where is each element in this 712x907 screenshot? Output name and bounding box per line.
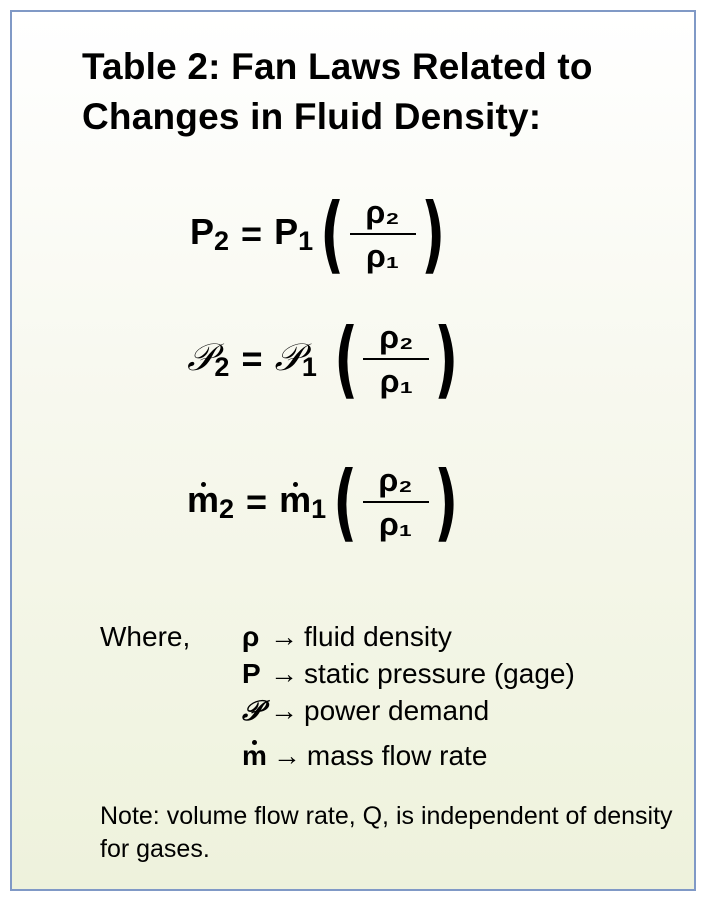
eq1-density-ratio: ρ₂ ρ₁ (349, 193, 416, 275)
equation-mass-flow: m2 = m1 ( ρ₂ ρ₁ ) (187, 460, 465, 544)
eq1-lhs: P2 (190, 211, 230, 256)
right-paren: ) (433, 453, 458, 551)
eq3-equals: = (246, 481, 268, 522)
where-label: Where, (100, 621, 191, 652)
definition-mass-flow: m → mass flow rate (242, 737, 575, 774)
note-text: Note: volume flow rate, Q, is independen… (100, 802, 673, 863)
definition-density: ρ → fluid density (242, 618, 575, 655)
definitions-list: ρ → fluid density P → static pressure (g… (242, 618, 575, 774)
eq3-rhs: m1 (279, 479, 327, 524)
definition-power-demand: 𝒫 → power demand (242, 694, 490, 727)
left-paren: ( (334, 310, 359, 408)
definition-static-pressure: P → static pressure (gage) (242, 655, 575, 692)
equation-power-demand: 𝒫2 = 𝒫1 ( ρ₂ ρ₁ ) (187, 317, 466, 401)
eq3-density-ratio: ρ₂ ρ₁ (362, 461, 429, 543)
table-frame: Table 2: Fan Laws Related to Changes in … (10, 10, 696, 891)
arrow-icon: → (270, 621, 298, 652)
left-paren: ( (320, 185, 345, 283)
eq2-density-ratio: ρ₂ ρ₁ (363, 318, 430, 400)
eq1-equals: = (241, 213, 263, 254)
arrow-icon: → (270, 658, 298, 689)
eq2-equals: = (241, 338, 263, 379)
eq2-rhs: 𝒫1 (274, 335, 317, 382)
arrow-icon: → (270, 695, 298, 726)
eq2-lhs: 𝒫2 (187, 335, 230, 382)
eq1-rhs: P1 (274, 211, 314, 256)
right-paren: ) (434, 310, 459, 408)
eq3-lhs: m2 (187, 479, 235, 524)
equation-static-pressure: P2 = P1 ( ρ₂ ρ₁ ) (190, 192, 452, 276)
right-paren: ) (420, 185, 445, 283)
arrow-icon: → (272, 740, 301, 771)
page-title: Table 2: Fan Laws Related to Changes in … (82, 46, 593, 137)
left-paren: ( (333, 453, 358, 551)
